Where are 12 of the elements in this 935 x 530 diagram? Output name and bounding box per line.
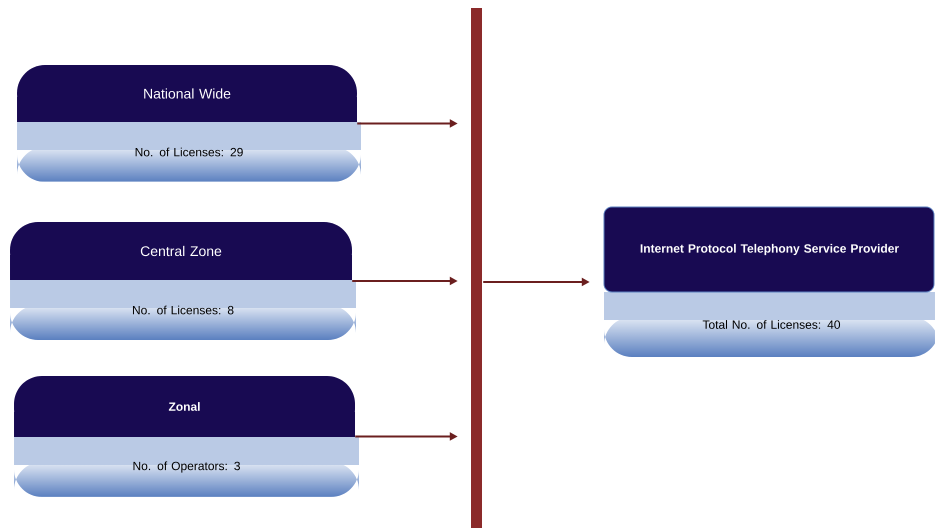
node-label: Central Zone (140, 246, 222, 256)
cylinder-box: Zonal No. of Operators: 3 (14, 376, 359, 473)
vertical-bar (471, 8, 482, 528)
cylinder-box: National Wide No. of Licenses: 29 (17, 65, 361, 156)
cylinder-box: Central Zone No. of Licenses: 8 (10, 222, 356, 314)
node-label: No. of Operators: 3 (133, 461, 240, 473)
node-label: No. of Licenses: 8 (132, 306, 234, 314)
node-label: No. of Licenses: 29 (136, 148, 243, 156)
node-label: National Wide (144, 88, 230, 99)
node-label: Total No. of Licenses: 40 (702, 320, 840, 329)
header-box: Internet Protocol Telephony Service Provider Total No. of Licenses: 40 (604, 206, 935, 329)
node-label: Zonal (168, 402, 200, 411)
